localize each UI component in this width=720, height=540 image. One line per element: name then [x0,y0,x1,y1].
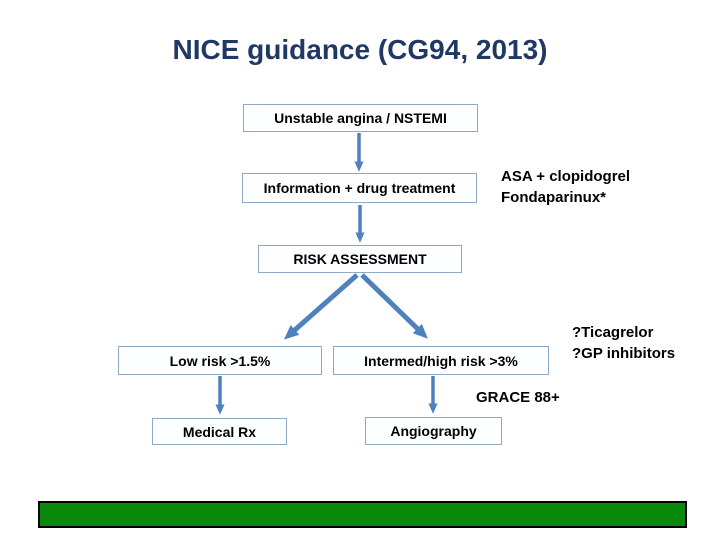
annotation-grace-score: GRACE 88+ [476,389,560,406]
green-banner [38,501,687,528]
slide-title: NICE guidance (CG94, 2013) [172,34,548,65]
annotation-query-note-line2: ?GP inhibitors [572,345,676,362]
node-unstable-angina: Unstable angina / NSTEMI [243,104,478,132]
annotation-drug-note-line2: Fondaparinux* [501,189,607,206]
arrow-risk-to-intermed-icon [360,273,428,339]
annotation-drug-note: ASA + clopidogrel Fondaparinux* [501,166,630,208]
node-risk-assessment-label: RISK ASSESSMENT [293,251,427,267]
node-unstable-angina-label: Unstable angina / NSTEMI [274,110,447,126]
node-information-drug-treatment-label: Information + drug treatment [263,180,456,196]
annotation-query-note-line1: ?Ticagrelor [572,324,654,341]
node-intermed-high-risk-label: Intermed/high risk >3% [364,352,518,369]
node-intermed-high-risk: Intermed/high risk >3% [333,346,549,375]
node-information-drug-treatment: Information + drug treatment [242,173,477,203]
arrow-risk-to-lowrisk-icon [283,273,359,340]
node-angiography-label: Angiography [390,423,477,439]
node-medical-rx: Medical Rx [152,418,287,445]
node-low-risk-label: Low risk >1.5% [169,352,271,369]
node-risk-assessment: RISK ASSESSMENT [258,245,462,273]
node-low-risk: Low risk >1.5% [118,346,322,375]
annotation-query-note: ?Ticagrelor ?GP inhibitors [572,322,675,364]
node-angiography: Angiography [365,417,502,445]
annotation-drug-note-line1: ASA + clopidogrel [501,168,631,185]
node-medical-rx-label: Medical Rx [182,423,257,440]
